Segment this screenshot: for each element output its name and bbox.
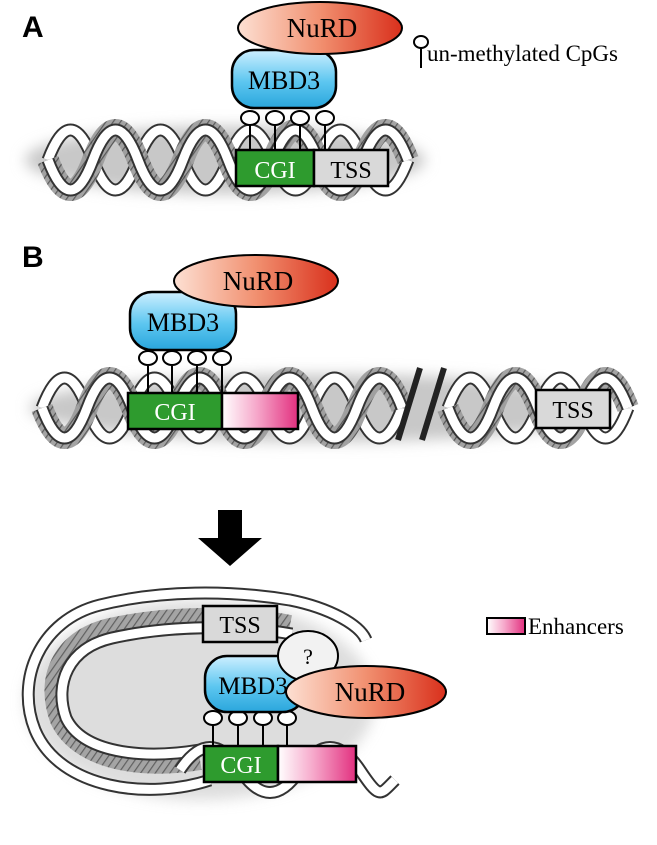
cpg-circle: [212, 350, 232, 366]
cpg-circle: [240, 110, 260, 126]
svg-text:MBD3: MBD3: [218, 673, 287, 700]
cpg-circle: [138, 350, 158, 366]
panel-a-tss-box: TSS: [312, 148, 390, 188]
svg-text:NuRD: NuRD: [223, 266, 294, 296]
panel-b-bottom-cpg-sticks: [203, 710, 297, 750]
panel-a-nurd: NuRD: [237, 1, 403, 55]
cpg-circle: [265, 110, 285, 126]
svg-text:MBD3: MBD3: [248, 66, 320, 95]
svg-text:TSS: TSS: [330, 158, 371, 184]
panel-b-bottom-tss-box: TSS: [201, 604, 279, 644]
panel-a-label: A: [22, 11, 44, 44]
panel-b-top-cpg-sticks: [138, 350, 232, 396]
enhancer-legend: Enhancers: [486, 614, 624, 639]
svg-text:Enhancers: Enhancers: [528, 614, 624, 639]
cpg-legend: un-methylated CpGs: [413, 35, 618, 68]
cpg-circle: [203, 710, 223, 726]
svg-text:NuRD: NuRD: [335, 677, 406, 707]
panel-b-top-mbd3: MBD3: [128, 290, 238, 352]
cpg-circle: [290, 110, 310, 126]
panel-b-bottom-nurd: NuRD: [285, 665, 447, 719]
panel-b-bottom-cgi-box: CGI: [202, 744, 280, 784]
panel-b-top-cgi-box: CGI: [126, 391, 224, 431]
panel-a-mbd3: MBD3: [230, 48, 338, 110]
svg-text:CGI: CGI: [154, 400, 195, 426]
cpg-legend-icon: [413, 35, 429, 49]
cpg-circle: [187, 350, 207, 366]
panel-b-label: B: [22, 241, 44, 274]
svg-text:TSS: TSS: [552, 398, 593, 424]
svg-text:MBD3: MBD3: [147, 308, 219, 337]
cpg-circle: [315, 110, 335, 126]
panel-b-bottom-enhancer-box: [276, 744, 358, 784]
svg-text:CGI: CGI: [220, 753, 261, 779]
panel-a-cpg-sticks: [240, 110, 335, 152]
svg-text:?: ?: [303, 644, 313, 669]
panel-b-top-enhancer-box: [220, 391, 300, 431]
svg-text:NuRD: NuRD: [287, 13, 358, 43]
down-arrow-icon: [198, 510, 262, 566]
svg-text:CGI: CGI: [254, 158, 295, 184]
panel-b-top-tss-box: TSS: [534, 388, 612, 430]
enhancer-legend-swatch: [486, 617, 526, 635]
panel-a-cgi-box: CGI: [234, 148, 316, 188]
dna-break-mark: [395, 367, 447, 441]
cpg-circle: [162, 350, 182, 366]
panel-b-top-nurd: NuRD: [173, 254, 339, 308]
svg-text:un-methylated CpGs: un-methylated CpGs: [427, 41, 618, 66]
svg-text:TSS: TSS: [219, 613, 260, 639]
